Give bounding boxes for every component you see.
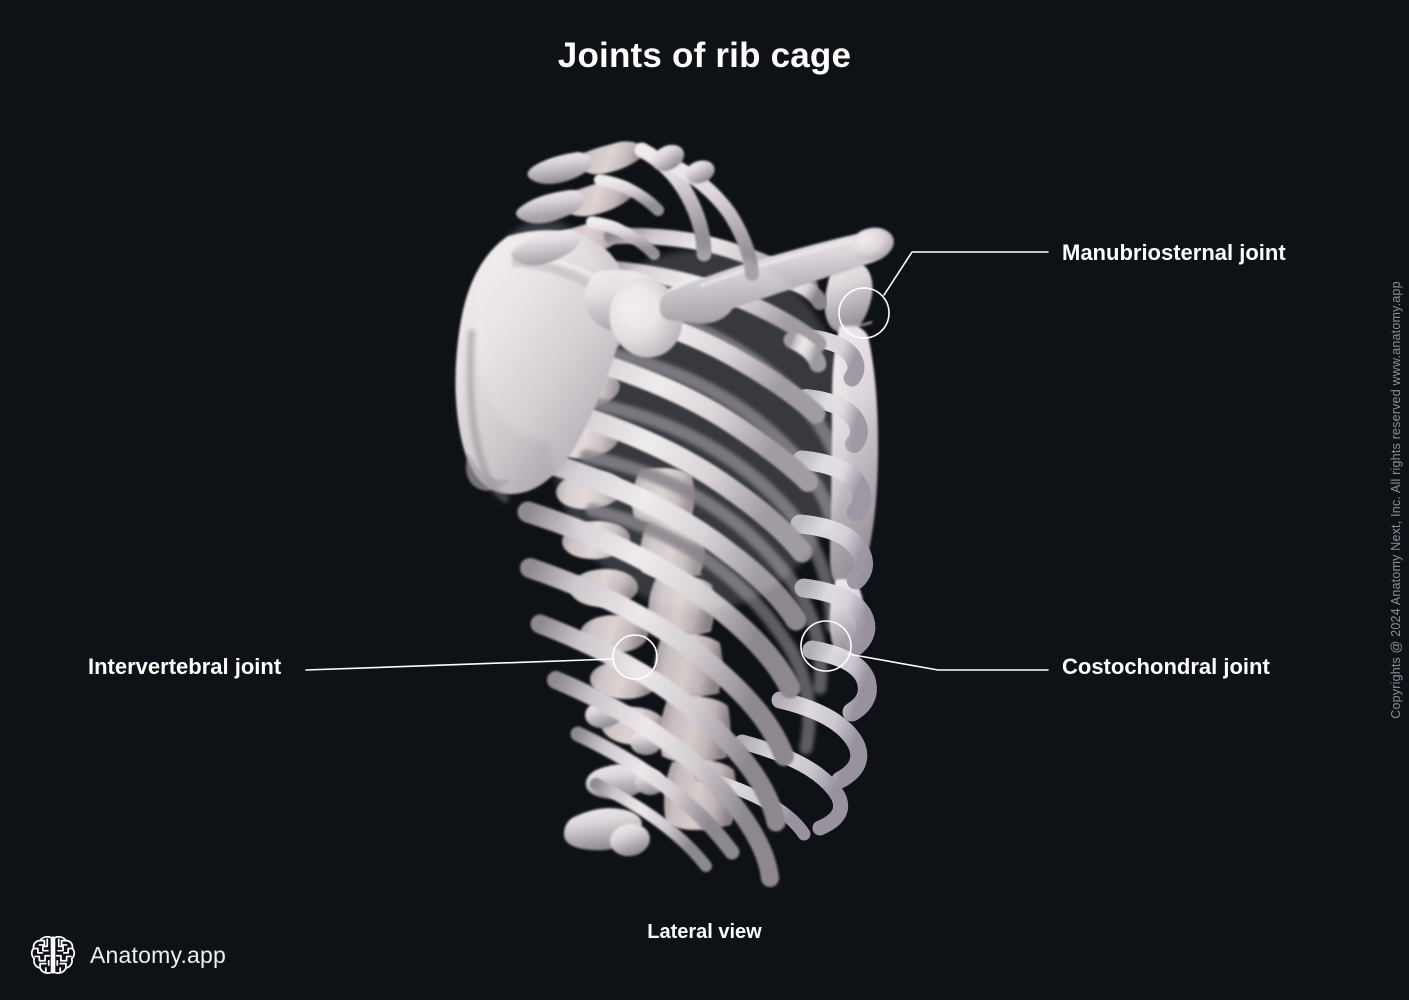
annotation-costochondral[interactable]	[800, 620, 1049, 672]
marker-circle-intervertebral[interactable]	[612, 634, 658, 680]
marker-circle-costochondral[interactable]	[800, 620, 852, 672]
leader-line-costochondral	[847, 653, 1049, 671]
leader-line-intervertebral	[305, 658, 614, 671]
leader-line-manubriosternal	[883, 251, 1049, 296]
brand-logo[interactable]: Anatomy.app	[30, 932, 226, 978]
marker-circle-manubriosternal[interactable]	[838, 287, 890, 339]
brain-icon	[30, 935, 76, 974]
annotation-intervertebral[interactable]	[305, 634, 658, 680]
page-title: Joints of rib cage	[557, 36, 852, 75]
brand-name: Anatomy.app	[90, 941, 227, 968]
label-manubriosternal-joint: Manubriosternal joint	[1062, 240, 1286, 265]
view-caption: Lateral view	[647, 921, 762, 943]
copyright-text: Copyrights @ 2024 Anatomy Next, Inc. All…	[1389, 281, 1403, 719]
label-costochondral-joint: Costochondral joint	[1062, 654, 1270, 679]
label-intervertebral-joint: Intervertebral joint	[88, 654, 282, 679]
annotation-manubriosternal[interactable]	[838, 251, 1049, 339]
